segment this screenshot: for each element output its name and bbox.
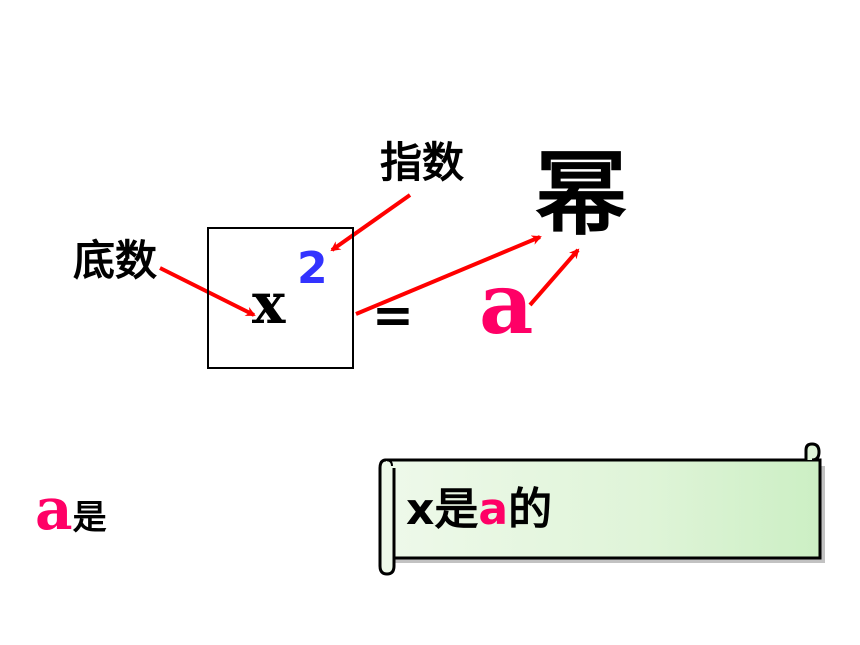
- arrow-a-to-power: [528, 248, 580, 307]
- arrow-exponent: [330, 193, 412, 252]
- bottom-left-text: a是: [35, 480, 107, 538]
- exponent-value: 2: [297, 243, 328, 294]
- base-variable: x: [252, 271, 286, 337]
- scroll-text-prefix: x是: [406, 484, 479, 535]
- label-exponent: 指数: [380, 138, 465, 187]
- bottom-left-word: 是: [72, 498, 107, 538]
- equals-sign: =: [372, 286, 414, 344]
- arrow-box-to-power: [355, 235, 542, 316]
- scroll-text: x是a的: [406, 488, 552, 532]
- label-base: 底数: [73, 236, 158, 285]
- scroll-text-suffix: 的: [508, 484, 553, 535]
- label-power: 幂: [535, 140, 628, 248]
- power-value: a: [479, 254, 534, 353]
- scroll-text-a: a: [478, 484, 509, 535]
- scroll-banner: [378, 442, 825, 576]
- bottom-left-a: a: [35, 475, 73, 543]
- expression-box: [207, 227, 354, 369]
